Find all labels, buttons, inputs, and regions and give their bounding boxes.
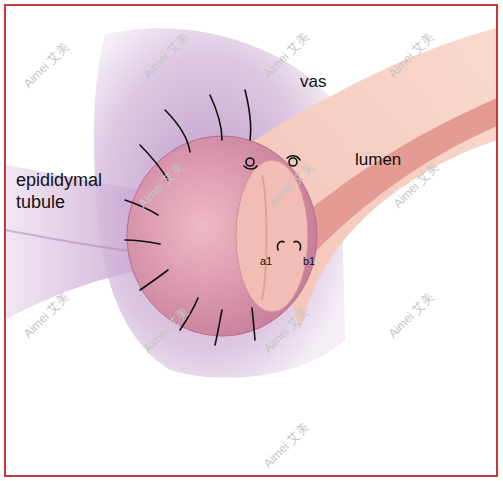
- part-label: epididymal tubule: [16, 170, 136, 213]
- part-label: lumen: [355, 150, 401, 170]
- part-label: vas: [300, 72, 326, 92]
- part-label: b1: [303, 255, 315, 268]
- part-label: a1: [260, 255, 272, 268]
